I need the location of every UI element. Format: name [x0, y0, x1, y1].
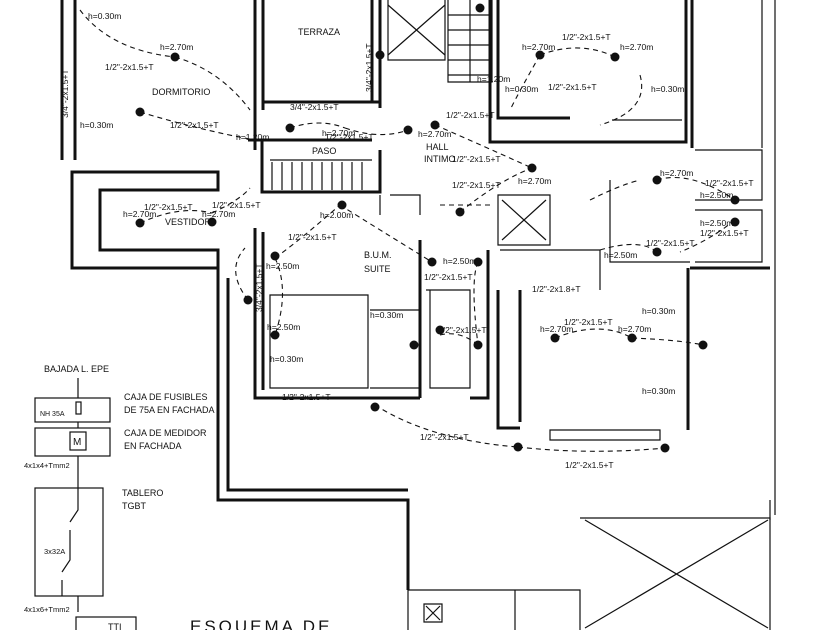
circuit-label: 1/2"-2x1.5+T: [452, 154, 501, 164]
height-label: h=2.70m: [518, 176, 551, 186]
height-label: h=2.70m: [620, 42, 653, 52]
circuit-label: 1/2"-2x1.5+T: [438, 325, 487, 335]
height-label: h=2.50m: [267, 322, 300, 332]
height-label: h=0.30m: [370, 310, 403, 320]
height-label: h=0.30m: [505, 84, 538, 94]
circuit-label: 3/4"-2x1.5+T: [290, 102, 339, 112]
circuit-label: 1/2"-2x1.5+T: [144, 202, 193, 212]
cable-label-2: 4x1x6+Tmm2: [24, 605, 70, 614]
electrical-schema: BAJADA L. EPE NH 35A CAJA DE FUSIBLES DE…: [24, 364, 215, 630]
room-bum: B.U.M.: [364, 250, 392, 260]
height-label: h=2.50m: [700, 190, 733, 200]
height-label: h=2.70m: [522, 42, 555, 52]
room-terraza: TERRAZA: [298, 27, 340, 37]
height-label: h=2.50m: [443, 256, 476, 266]
medidor-label: CAJA DE MEDIDOR: [124, 428, 207, 438]
circuit-label: 3/4"-2x1.5+T: [60, 69, 70, 118]
walls: [60, 0, 776, 630]
room-vestidor: VESTIDOR: [165, 217, 212, 227]
fusibles-label-2: DE 75A EN FACHADA: [124, 405, 215, 415]
circuit-label: 1/2"-2x1.5+T: [548, 82, 597, 92]
height-label: h=2.00m: [320, 210, 353, 220]
height-labels: h=0.30m h=2.70m h=0.30m h=1.20m h=2.70m …: [80, 11, 733, 396]
breaker-label: 3x32A: [44, 547, 65, 556]
height-label: h=2.50m: [604, 250, 637, 260]
circuit-label: 1/2"-2x1.8+T: [532, 284, 581, 294]
tablero-label-2: TGBT: [122, 501, 147, 511]
page-title: ESQUEMA DE: [190, 617, 332, 630]
height-label: h=2.70m: [160, 42, 193, 52]
cable-label: 4x1x4+Tmm2: [24, 461, 70, 470]
circuit-label: 3/4"-2x1.5+T: [254, 263, 264, 312]
height-label: h=0.30m: [651, 84, 684, 94]
circuit-label: 1/2"-2x1.5+T: [282, 392, 331, 402]
nh-label: NH 35A: [40, 411, 65, 418]
circuit-label: 1/2"-2x1.5+T: [424, 272, 473, 282]
circuit-label: 1/2"-2x1.5+T: [446, 110, 495, 120]
medidor-label-2: EN FACHADA: [124, 441, 182, 451]
room-paso: PASO: [312, 146, 336, 156]
room-hall: HALL: [426, 142, 449, 152]
circuit-label: 1/2"-2x1.5+T: [170, 120, 219, 130]
height-label: h=0.30m: [642, 386, 675, 396]
fusibles-label: CAJA DE FUSIBLES: [124, 392, 208, 402]
height-label: h=0.30m: [270, 354, 303, 364]
circuit-label: 1/2"-2x1.5+T: [105, 62, 154, 72]
circuit-label: 1/2"-2x1.5+T: [564, 317, 613, 327]
height-label: h=1.20m: [477, 74, 510, 84]
height-label: h=2.70m: [418, 129, 451, 139]
circuit-label: 1/2"-2x1.5+T: [212, 200, 261, 210]
height-label: h=2.70m: [202, 209, 235, 219]
circuit-label: 1/2"-2x1.5+T: [565, 460, 614, 470]
medidor-symbol: M: [73, 437, 81, 448]
height-label: h=2.50m: [700, 218, 733, 228]
height-label: h=2.70m: [123, 209, 156, 219]
light-fixtures: [135, 3, 740, 453]
circuit-label: 1/2"-2x1.5+T: [705, 178, 754, 188]
height-label: h=2.70m: [660, 168, 693, 178]
circuit-label: 1/2"-2x1.5+T: [646, 238, 695, 248]
height-label: h=0.30m: [88, 11, 121, 21]
height-label: h=2.70m: [618, 324, 651, 334]
circuit-label: 1/2"-2x1.5+T: [325, 132, 374, 142]
circuit-label: 3/4"-2x1.5+T: [364, 43, 374, 92]
height-label: h=2.50m: [266, 261, 299, 271]
height-label: h=0.30m: [80, 120, 113, 130]
circuit-label: 1/2"-2x1.5+T: [562, 32, 611, 42]
tablero-label: TABLERO: [122, 488, 163, 498]
circuit-label: 1/2"-2x1.5+T: [420, 432, 469, 442]
room-dormitorio: DORMITORIO: [152, 87, 210, 97]
height-label: h=2.70m: [322, 128, 355, 138]
circuit-label: 1/2"-2x1.5+T: [700, 228, 749, 238]
room-labels: TERRAZA DORMITORIO PASO HALL INTIMO VEST…: [152, 27, 456, 274]
circuit-label: 1/2"-2x1.5+T: [288, 232, 337, 242]
circuit-labels: 1/2"-2x1.5+T 1/2"-2x1.5+T 3/4"-2x1.5+T 1…: [60, 32, 754, 470]
height-label: h=2.70m: [540, 324, 573, 334]
circuit-label: 1/2"-2x1.5+T: [452, 180, 501, 190]
room-intimo: INTIMO: [424, 154, 456, 164]
height-label: h=0.30m: [642, 306, 675, 316]
room-suite: SUITE: [364, 264, 391, 274]
tti-label: TTI: [108, 622, 122, 630]
bajada-label: BAJADA L. EPE: [44, 364, 109, 374]
circuits-dashed: [79, 9, 736, 452]
height-label: h=1.20m: [236, 132, 269, 142]
